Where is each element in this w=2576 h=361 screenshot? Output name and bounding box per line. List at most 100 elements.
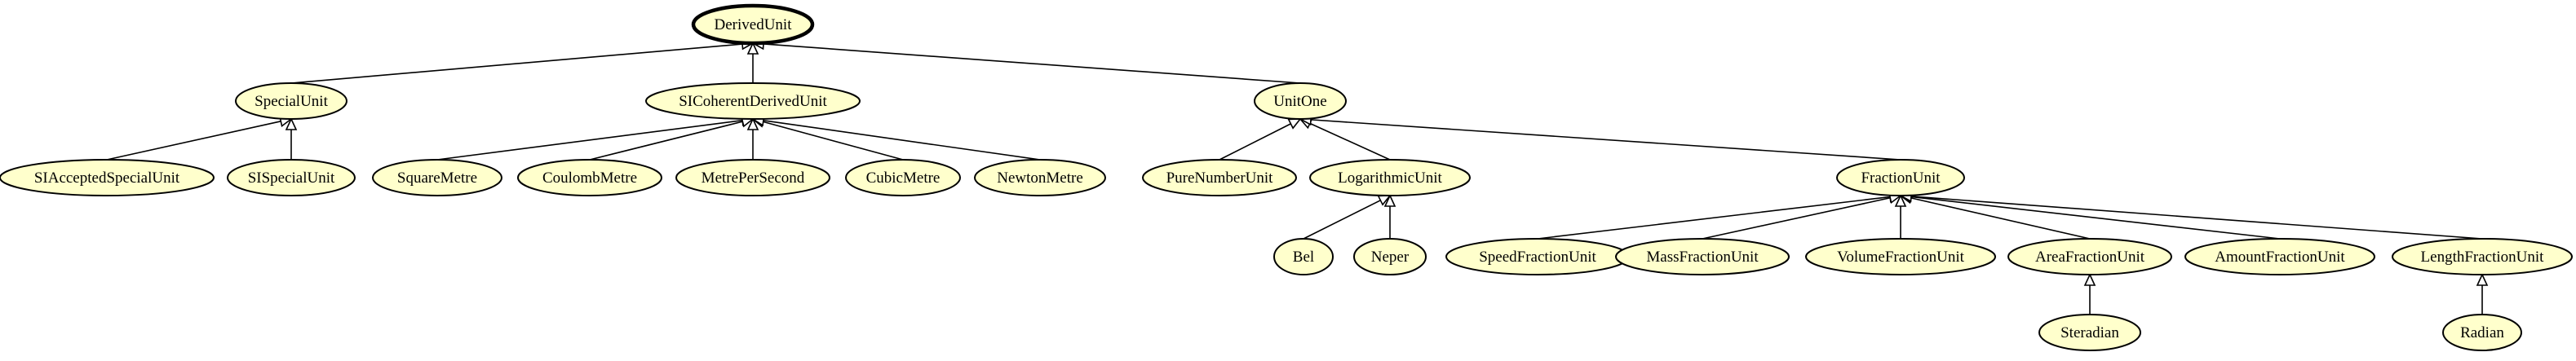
node-label: AmountFractionUnit	[2215, 249, 2345, 266]
edge-radian-to-length-fraction-unit	[2476, 273, 2489, 315]
node-ellipse	[2442, 314, 2522, 351]
node-ellipse	[0, 159, 215, 196]
node-label: SquareMetre	[397, 169, 477, 187]
node-cubic-metre[interactable]: CubicMetre	[845, 159, 961, 196]
node-special-unit[interactable]: SpecialUnit	[235, 82, 347, 120]
edge-pure-number-unit-to-unit-one	[1219, 118, 1302, 161]
edge-steradian-to-area-fraction-unit	[2083, 273, 2096, 315]
node-si-coherent-derived-unit[interactable]: SICoherentDerivedUnit	[645, 82, 861, 120]
node-neper[interactable]: Neper	[1353, 238, 1427, 275]
node-label: AreaFractionUnit	[2035, 249, 2145, 266]
node-label: DerivedUnit	[715, 16, 793, 33]
edge-line	[1537, 196, 1891, 240]
node-coulomb-metre[interactable]: CoulombMetre	[517, 159, 662, 196]
node-derived-unit[interactable]: DerivedUnit	[691, 3, 815, 46]
edge-line	[763, 121, 904, 161]
node-bel[interactable]: Bel	[1273, 238, 1334, 275]
edge-metre-per-second-to-si-coherent-derived-unit	[746, 117, 759, 160]
inheritance-arrowhead	[1894, 194, 1907, 207]
edge-speed-fraction-unit-to-fraction-unit	[1537, 191, 1902, 240]
node-radian[interactable]: Radian	[2442, 314, 2522, 351]
node-ellipse	[1836, 159, 1965, 196]
edge-unit-one-to-derived-unit	[751, 37, 1301, 84]
node-ellipse	[372, 159, 502, 196]
node-ellipse	[227, 159, 356, 196]
inheritance-arrowhead	[746, 42, 759, 55]
node-ellipse	[691, 3, 815, 46]
node-label: SpeedFractionUnit	[1479, 249, 1596, 266]
node-ellipse	[1142, 159, 1297, 196]
edge-logarithmic-unit-to-unit-one	[1299, 118, 1391, 161]
edge-special-unit-to-derived-unit	[290, 37, 755, 84]
node-label: SICoherentDerivedUnit	[679, 93, 827, 110]
edge-newton-metre-to-si-coherent-derived-unit	[751, 114, 1041, 161]
node-ellipse	[2392, 238, 2573, 275]
node-fraction-unit[interactable]: FractionUnit	[1836, 159, 1965, 196]
edge-line	[763, 43, 1301, 84]
edge-area-fraction-unit-to-fraction-unit	[1899, 192, 2091, 240]
node-steradian[interactable]: Steradian	[2038, 314, 2141, 351]
edge-line	[763, 120, 1041, 161]
node-ellipse	[1254, 82, 1347, 120]
node-ellipse	[2038, 314, 2141, 351]
node-square-metre[interactable]: SquareMetre	[372, 159, 502, 196]
node-ellipse	[645, 82, 861, 120]
edge-line	[106, 121, 281, 161]
edge-line	[1219, 123, 1291, 161]
node-label: SISpecialUnit	[248, 169, 335, 187]
edge-fraction-unit-to-unit-one	[1299, 113, 1901, 161]
edge-amount-fraction-unit-to-fraction-unit	[1899, 191, 2281, 240]
node-si-accepted-special-unit[interactable]: SIAcceptedSpecialUnit	[0, 159, 215, 196]
node-label: MassFractionUnit	[1646, 249, 1759, 266]
node-ellipse	[2184, 238, 2375, 275]
node-metre-per-second[interactable]: MetrePerSecond	[675, 159, 830, 196]
node-label: NewtonMetre	[997, 169, 1083, 187]
node-ellipse	[1615, 238, 1790, 275]
node-area-fraction-unit[interactable]: AreaFractionUnit	[2007, 238, 2172, 275]
edge-coulomb-metre-to-si-coherent-derived-unit	[589, 116, 755, 161]
node-logarithmic-unit[interactable]: LogarithmicUnit	[1309, 159, 1471, 196]
edge-line	[1303, 200, 1381, 240]
node-newton-metre[interactable]: NewtonMetre	[974, 159, 1106, 196]
node-label: CubicMetre	[866, 169, 941, 187]
node-ellipse	[1353, 238, 1427, 275]
node-mass-fraction-unit[interactable]: MassFractionUnit	[1615, 238, 1790, 275]
inheritance-arrowhead	[2476, 273, 2489, 286]
inheritance-arrowhead	[2083, 273, 2096, 286]
edge-line	[436, 119, 743, 161]
node-pure-number-unit[interactable]: PureNumberUnit	[1142, 159, 1297, 196]
inheritance-arrowhead	[285, 117, 298, 130]
node-speed-fraction-unit[interactable]: SpeedFractionUnit	[1445, 238, 1630, 275]
edge-si-special-unit-to-special-unit	[285, 117, 298, 160]
node-length-fraction-unit[interactable]: LengthFractionUnit	[2392, 238, 2573, 275]
edge-line	[1910, 196, 2483, 240]
node-label: UnitOne	[1273, 93, 1326, 110]
edge-square-metre-to-si-coherent-derived-unit	[436, 114, 755, 161]
node-volume-fraction-unit[interactable]: VolumeFractionUnit	[1805, 238, 1996, 275]
node-si-special-unit[interactable]: SISpecialUnit	[227, 159, 356, 196]
node-ellipse	[2007, 238, 2172, 275]
node-amount-fraction-unit[interactable]: AmountFractionUnit	[2184, 238, 2375, 275]
edge-line	[1910, 196, 2281, 240]
edge-si-coherent-derived-unit-to-derived-unit	[746, 42, 759, 83]
inheritance-arrowhead	[1287, 118, 1302, 130]
edge-bel-to-logarithmic-unit	[1303, 195, 1392, 240]
inheritance-arrowhead	[1383, 194, 1396, 207]
edge-line	[290, 43, 743, 84]
node-label: MetrePerSecond	[702, 169, 805, 187]
node-label: Bel	[1293, 249, 1314, 266]
node-unit-one[interactable]: UnitOne	[1254, 82, 1347, 120]
edge-si-accepted-special-unit-to-special-unit	[106, 115, 293, 161]
edge-cubic-metre-to-si-coherent-derived-unit	[751, 116, 904, 161]
node-label: Radian	[2460, 324, 2504, 341]
node-ellipse	[675, 159, 830, 196]
edge-line	[1310, 119, 1901, 161]
node-label: LengthFractionUnit	[2421, 249, 2545, 266]
node-label: FractionUnit	[1861, 169, 1941, 187]
edge-line	[1910, 197, 2091, 240]
node-ellipse	[235, 82, 347, 120]
node-ellipse	[974, 159, 1106, 196]
node-label: PureNumberUnit	[1166, 169, 1274, 187]
edge-line	[589, 121, 743, 161]
